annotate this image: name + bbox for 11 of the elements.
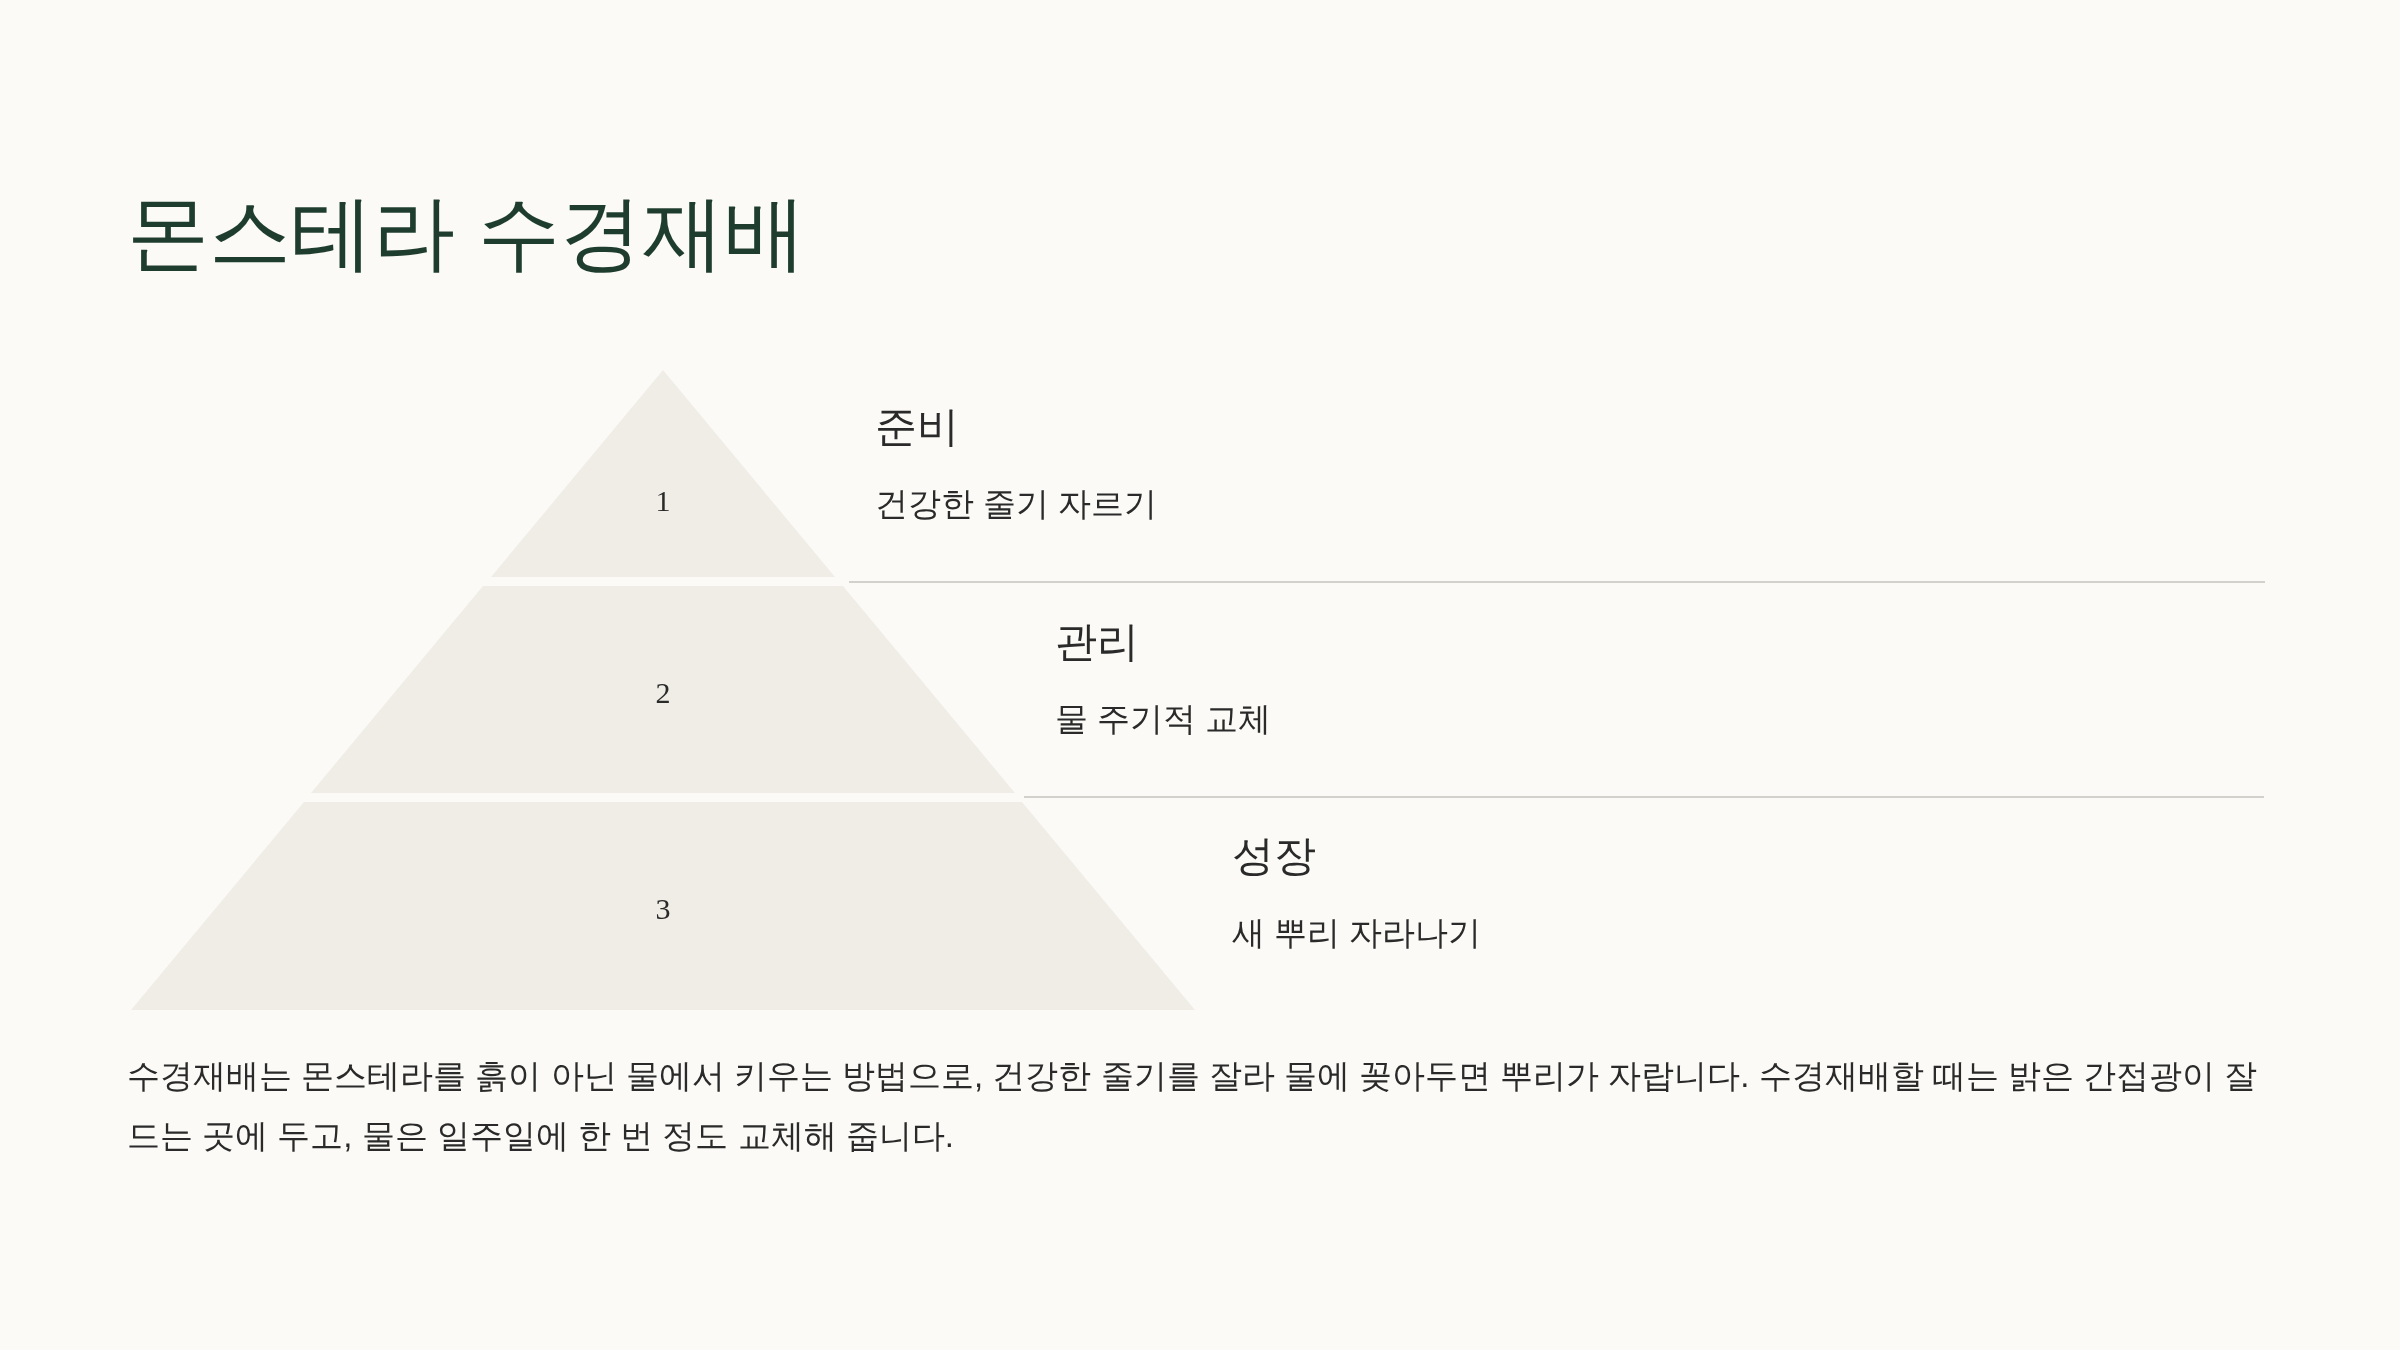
step-description: 새 뿌리 자라나기 bbox=[1232, 913, 1482, 953]
step-title: 관리 bbox=[1055, 617, 1139, 667]
tier-number: 2 bbox=[655, 675, 671, 711]
tier-number: 3 bbox=[655, 891, 671, 927]
step-title: 성장 bbox=[1232, 831, 1316, 881]
step-description: 물 주기적 교체 bbox=[1055, 699, 1272, 739]
page-title: 몬스테라 수경재배 bbox=[127, 188, 806, 279]
tier-number: 1 bbox=[655, 483, 671, 519]
step-title: 준비 bbox=[875, 402, 959, 452]
step-description: 건강한 줄기 자르기 bbox=[875, 484, 1158, 524]
body-paragraph: 수경재배는 몬스테라를 흙이 아닌 물에서 키우는 방법으로, 건강한 줄기를 잘라 물에 꽂아두면 뿌리가 자랍니다. 수경재배할 때는 밝은 간접광이 잘 드는 곳에 두고, 물은 일주일에 한 번 정도 교체해 줍니다. bbox=[127, 1056, 2259, 1156]
